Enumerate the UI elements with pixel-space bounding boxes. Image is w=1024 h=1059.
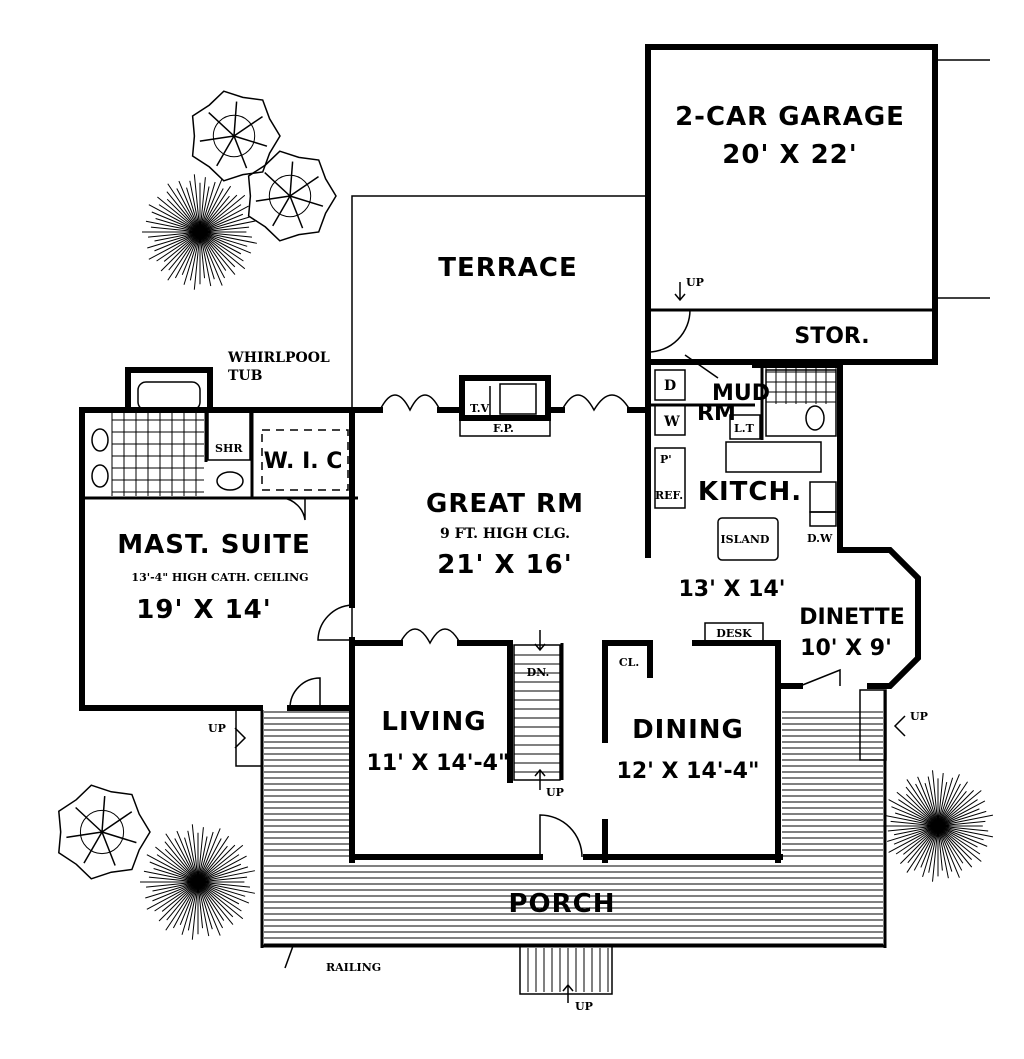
tree-icon bbox=[247, 150, 337, 242]
tree-icon bbox=[58, 784, 151, 880]
porch-steps bbox=[527, 948, 609, 992]
stairs-dn-label: DN. bbox=[527, 666, 550, 679]
dinette-size: 10' X 9' bbox=[800, 636, 892, 661]
dryer-label: D bbox=[664, 378, 676, 394]
living-size: 11' X 14'-4" bbox=[367, 751, 510, 776]
mast-suite-label: MAST. SUITE bbox=[117, 530, 310, 560]
dining-label: DINING bbox=[632, 715, 744, 745]
tree-icon bbox=[191, 90, 281, 182]
up-arrows bbox=[234, 282, 906, 1003]
pantry-label: P' bbox=[660, 453, 672, 466]
lt-label: L.T bbox=[734, 422, 755, 435]
fp-label: F.P. bbox=[493, 422, 514, 435]
dw-label: D.W bbox=[807, 532, 833, 545]
kitch-label: KITCH. bbox=[698, 477, 802, 507]
terrace bbox=[351, 195, 648, 410]
porch-boards bbox=[264, 711, 883, 945]
up-label-front: UP bbox=[575, 1000, 593, 1013]
mast-suite-note: 13'-4" HIGH CATH. CEILING bbox=[131, 571, 308, 584]
landscape-trees bbox=[58, 90, 994, 940]
closet-label: CL. bbox=[619, 656, 639, 669]
shr-label: SHR bbox=[215, 442, 243, 455]
up-label-stairs: UP bbox=[546, 786, 564, 799]
mud-label: MUD bbox=[712, 381, 770, 406]
mast-suite-size: 19' X 14' bbox=[136, 595, 271, 625]
dining-size: 12' X 14'-4" bbox=[617, 759, 760, 784]
ref-label: REF. bbox=[655, 489, 683, 502]
up-label-right: UP bbox=[910, 710, 928, 723]
shrub-icon bbox=[140, 824, 255, 940]
kitch-size: 13' X 14' bbox=[679, 577, 786, 602]
up-label-garage: UP bbox=[686, 276, 704, 289]
shrub-icon bbox=[142, 174, 257, 290]
tv-label: T.V bbox=[470, 402, 490, 415]
dinette-label: DINETTE bbox=[799, 605, 904, 630]
great-rm-size: 21' X 16' bbox=[437, 550, 572, 580]
desk-label: DESK bbox=[716, 627, 752, 640]
railing-label: RAILING bbox=[326, 961, 381, 974]
great-rm-label: GREAT RM bbox=[426, 489, 584, 519]
washer-label: W bbox=[663, 414, 680, 430]
rm-label: RM bbox=[697, 401, 736, 426]
whirlpool-label: WHIRLPOOL bbox=[227, 350, 330, 366]
shrub-icon bbox=[882, 770, 994, 882]
garage-size: 20' X 22' bbox=[722, 140, 857, 170]
living-label: LIVING bbox=[381, 707, 486, 737]
porch bbox=[235, 689, 887, 995]
tub-label: TUB bbox=[228, 368, 263, 384]
porch-label: PORCH bbox=[508, 889, 615, 919]
wic-label: W. I. C bbox=[264, 449, 343, 474]
terrace-label: TERRACE bbox=[438, 253, 578, 283]
island-label: ISLAND bbox=[721, 533, 770, 546]
house-walls bbox=[79, 46, 921, 863]
great-rm-note: 9 FT. HIGH CLG. bbox=[440, 526, 570, 542]
stor-label: STOR. bbox=[794, 324, 869, 349]
staircase bbox=[513, 644, 561, 781]
garage bbox=[645, 44, 990, 365]
up-label-left: UP bbox=[208, 722, 226, 735]
garage-label: 2-CAR GARAGE bbox=[675, 102, 905, 132]
